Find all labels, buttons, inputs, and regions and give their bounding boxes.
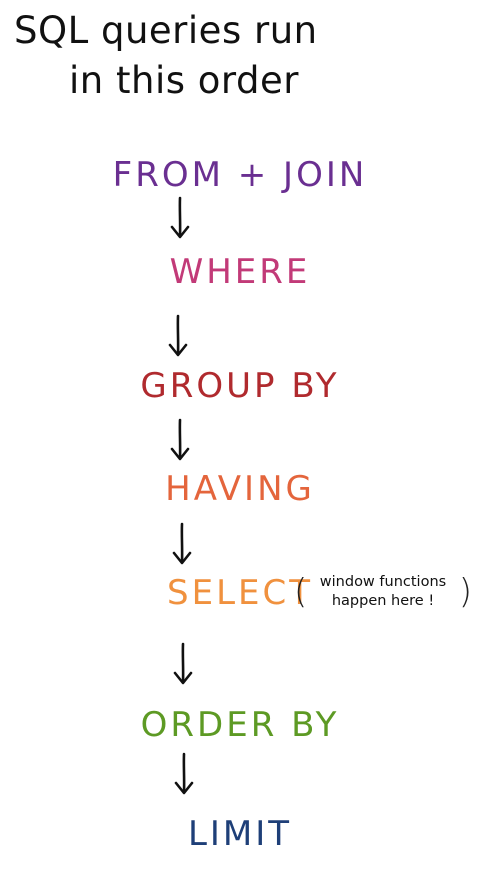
step-limit: LIMIT bbox=[187, 814, 293, 854]
note-line-2: happen here ! bbox=[331, 593, 435, 609]
down-arrow-icon bbox=[168, 314, 188, 357]
down-arrow-icon bbox=[170, 418, 190, 461]
step-where: WHERE bbox=[169, 252, 311, 292]
down-arrow-icon bbox=[174, 752, 194, 795]
title-line-2: in this order bbox=[69, 59, 299, 102]
note-close-paren: ) bbox=[458, 572, 472, 612]
step-from-join: FROM + JOIN bbox=[112, 155, 368, 195]
title-line-1: SQL queries run bbox=[14, 9, 318, 52]
step-select: SELECT bbox=[167, 573, 313, 613]
step-group-by: GROUP BY bbox=[140, 366, 340, 406]
step-having: HAVING bbox=[165, 469, 315, 509]
window-functions-note: ( window functions happen here ! ) bbox=[294, 570, 472, 618]
note-text: window functions happen here ! bbox=[306, 573, 460, 611]
down-arrow-icon bbox=[172, 522, 192, 565]
step-order-by: ORDER BY bbox=[140, 705, 340, 745]
note-open-paren: ( bbox=[294, 572, 308, 612]
down-arrow-icon bbox=[173, 642, 193, 685]
diagram-title: SQL queries run in this order bbox=[14, 6, 474, 106]
down-arrow-icon bbox=[170, 196, 190, 239]
note-line-1: window functions bbox=[319, 574, 447, 590]
